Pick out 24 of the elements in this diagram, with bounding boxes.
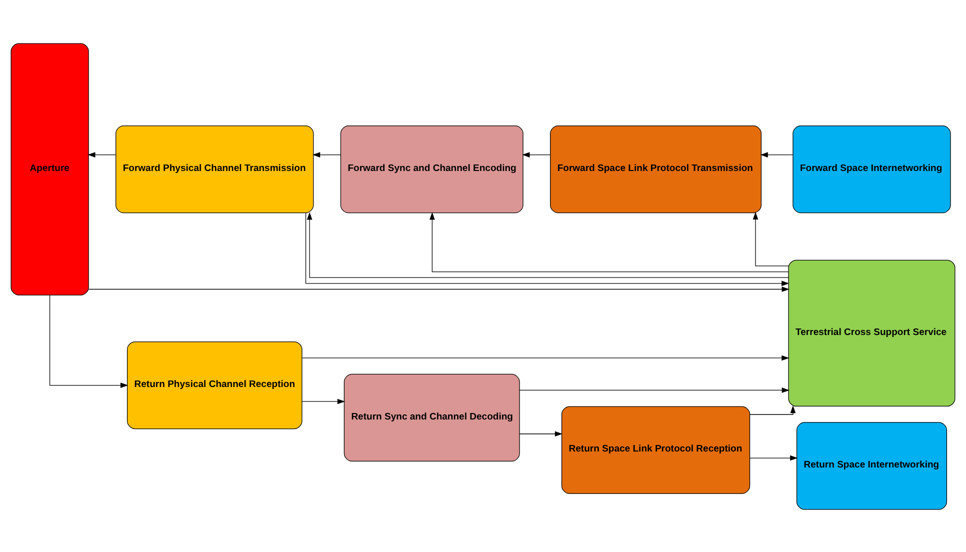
arrow	[312, 152, 341, 157]
node-box: Return Sync and Channel Decoding	[344, 373, 520, 461]
arrow	[750, 404, 796, 414]
arrow	[752, 211, 789, 266]
node-box: Return Physical Channel Reception	[126, 340, 302, 429]
node-box: Forward Physical Channel Transmission	[116, 124, 314, 213]
arrow	[88, 152, 116, 157]
arrow	[49, 294, 128, 388]
node-box: Forward Sync and Channel Encoding	[340, 124, 524, 213]
node-box: Terrestrial Cross Support Service	[788, 259, 956, 406]
arrow	[519, 387, 790, 392]
arrow	[750, 454, 798, 460]
arrow	[430, 212, 789, 272]
node-box: Return Space Internetworking	[796, 422, 948, 510]
node-box: Forward Space Link Protocol Transmission	[550, 124, 762, 213]
arrow	[302, 398, 346, 404]
arrow	[519, 430, 563, 436]
arrow	[760, 152, 794, 157]
node-box: Forward Space Internetworking	[792, 124, 951, 213]
node-box: Return Space Link Protocol Reception	[561, 406, 750, 494]
arrow	[522, 152, 551, 157]
arrow	[302, 354, 790, 360]
arrow	[88, 286, 790, 292]
node-box: Aperture	[10, 42, 89, 295]
